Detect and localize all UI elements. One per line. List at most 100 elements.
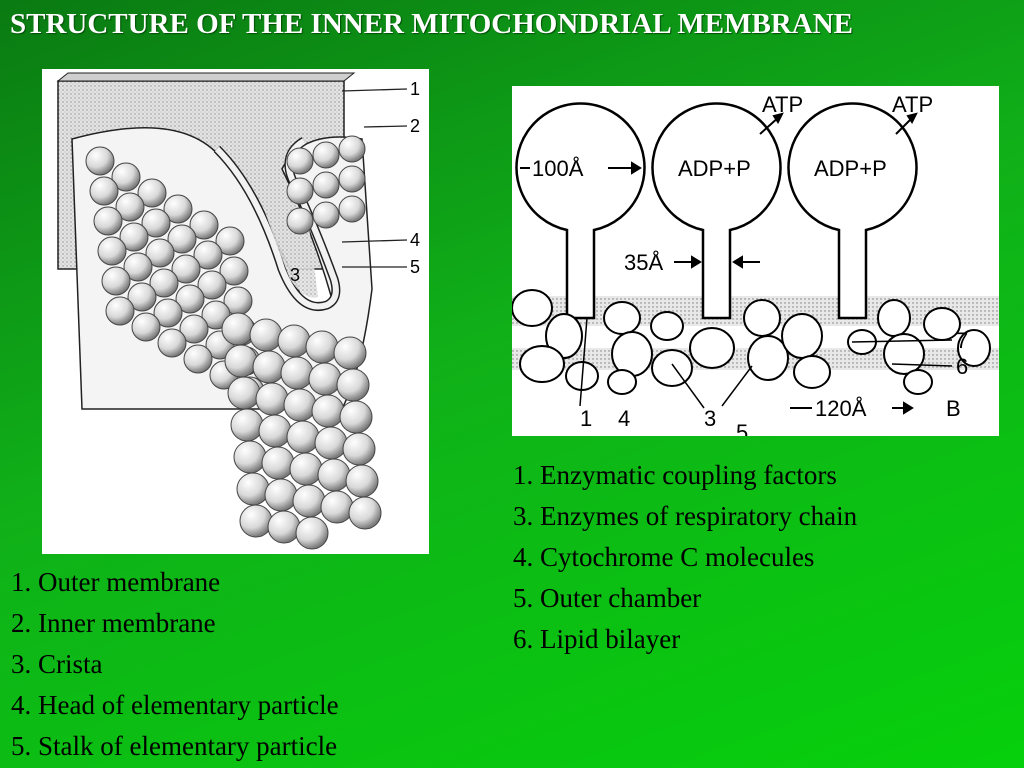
particle-head: [221, 312, 255, 346]
particle-head: [280, 356, 314, 390]
right-callout-1: 1: [580, 406, 592, 431]
particle-head: [239, 504, 273, 538]
right-callout-6: 6: [956, 354, 968, 379]
enzyme-blob: [651, 349, 693, 387]
particle-head: [286, 147, 314, 175]
right-legend-item: 4. Cytochrome C molecules: [513, 542, 815, 572]
particle-head: [258, 414, 292, 448]
particle-head: [189, 210, 219, 240]
particle-head: [261, 446, 295, 480]
particle-1: [515, 102, 646, 320]
right-legend-item: 6. Lipid bilayer: [513, 624, 681, 654]
enzyme-blob: [793, 355, 831, 389]
particle-head: [141, 208, 171, 238]
page-title: STRUCTURE OF THE INNER MITOCHONDRIAL MEM…: [10, 8, 853, 40]
callout-lines: [341, 88, 408, 268]
atp-label-1: ATP: [762, 92, 803, 117]
particle-head: [93, 206, 123, 236]
left-callout-4: 4: [410, 230, 420, 250]
particle-head: [292, 484, 326, 518]
particle-head: [145, 238, 175, 268]
particle-svg: 100Å 35Å 120Å ATP ATP ADP+P ADP+P 1 4 3 …: [512, 92, 999, 436]
particle-head: [167, 224, 197, 254]
particle-head: [111, 162, 141, 192]
right-callout-b: B: [946, 396, 961, 421]
membrane-3d-diagram: 1 2 3 4 5: [42, 69, 429, 554]
elementary-particles: [85, 135, 382, 550]
particle-head: [264, 478, 298, 512]
particle-head: [230, 408, 264, 442]
particle-head: [215, 226, 245, 256]
particle-head: [224, 344, 258, 378]
atp-label-2: ATP: [892, 92, 933, 117]
left-callout-2: 2: [410, 116, 420, 136]
particle-head: [157, 328, 187, 358]
outer-membrane-top: [56, 72, 356, 82]
right-callout-lines: [579, 317, 953, 409]
particle-head: [89, 176, 119, 206]
particle-head: [289, 452, 323, 486]
particle-head: [286, 177, 314, 205]
particle-head: [197, 270, 227, 300]
left-callout-1: 1: [410, 79, 420, 99]
enzyme-blob: [519, 345, 565, 383]
particle-head: [101, 266, 131, 296]
particle-head: [286, 207, 314, 235]
enzyme-blob: [603, 301, 641, 335]
right-legend-item: 1. Enzymatic coupling factors: [513, 460, 837, 490]
particle-head: [183, 344, 213, 374]
particle-head: [308, 362, 342, 396]
particle-head: [336, 368, 370, 402]
particle-head: [249, 318, 283, 352]
particle-head: [338, 135, 366, 163]
particle-head: [227, 376, 261, 410]
particle-head: [277, 324, 311, 358]
particles: [515, 102, 918, 320]
enzyme-blob: [923, 307, 961, 341]
particle-head: [312, 201, 340, 229]
particle-head: [252, 350, 286, 384]
particle-head: [314, 426, 348, 460]
enzyme-blob: [747, 335, 789, 381]
left-legend-item: 3. Crista: [11, 649, 103, 679]
right-legend-item: 3. Enzymes of respiratory chain: [513, 501, 858, 531]
enzyme-blob: [689, 327, 735, 369]
particle-3: [787, 102, 918, 320]
enzyme-blob: [903, 369, 933, 395]
particle-head: [149, 268, 179, 298]
particle-head: [153, 298, 183, 328]
particle-head: [286, 420, 320, 454]
particle-head: [97, 236, 127, 266]
particle-head: [295, 516, 329, 550]
right-callout-5: 5: [736, 420, 748, 436]
left-callout-5: 5: [410, 257, 420, 277]
enzyme-blob: [957, 329, 991, 367]
enzyme-blob: [607, 369, 637, 395]
left-legend-item: 4. Head of elementary particle: [11, 690, 339, 720]
dim-base-label: 120Å: [815, 396, 867, 421]
particle-head: [317, 458, 351, 492]
right-legend-item: 5. Outer chamber: [513, 583, 702, 613]
enzyme-blob: [743, 299, 781, 337]
particle-head: [255, 382, 289, 416]
enzyme-blob: [650, 311, 684, 341]
right-callout-4: 4: [618, 406, 630, 431]
adp-label-2: ADP+P: [814, 156, 887, 181]
left-legend-item: 2. Inner membrane: [11, 608, 216, 638]
particle-head: [305, 330, 339, 364]
crista-inner: [214, 138, 339, 310]
right-callout-3: 3: [704, 406, 716, 431]
dimension-marks: [520, 112, 918, 415]
elementary-particle-diagram: 100Å 35Å 120Å ATP ATP ADP+P ADP+P 1 4 3 …: [512, 86, 999, 436]
particle-head: [85, 146, 115, 176]
particle-head: [193, 240, 223, 270]
membrane-3d-svg: 1 2 3 4 5: [56, 72, 420, 550]
particle-head: [236, 472, 270, 506]
particle-head: [348, 496, 382, 530]
particle-head: [171, 254, 201, 284]
particle-head: [338, 195, 366, 223]
right-legend: 1. Enzymatic coupling factors 3. Enzymes…: [513, 455, 857, 660]
enzyme-blob: [512, 289, 553, 327]
adp-label-1: ADP+P: [678, 156, 751, 181]
particle-head: [115, 192, 145, 222]
